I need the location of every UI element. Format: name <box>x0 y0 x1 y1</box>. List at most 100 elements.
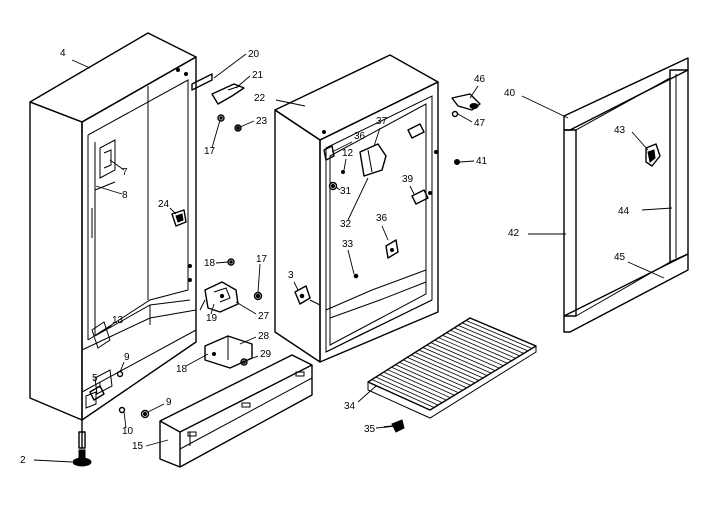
leader-line-22 <box>275 99 306 107</box>
callout-label-32: 32 <box>340 219 352 230</box>
leader-line-44 <box>641 207 673 211</box>
top-hinge-assembly <box>191 73 245 132</box>
leader-line-15 <box>145 439 169 447</box>
callout-label-39: 39 <box>402 174 414 185</box>
leader-line-29 <box>247 355 259 361</box>
leader-line-17 <box>211 119 221 149</box>
leader-line-4 <box>71 59 91 69</box>
leader-line-20 <box>213 53 247 79</box>
leader-line-9 <box>119 361 125 373</box>
callout-label-9: 9 <box>166 397 172 408</box>
leader-line-21 <box>235 75 251 89</box>
shelf-wire <box>438 337 504 367</box>
shelf-wire <box>454 327 520 357</box>
callout-label-24: 24 <box>158 199 170 210</box>
door-liner <box>274 54 439 363</box>
leader-line-40 <box>521 95 569 119</box>
shelf-wire <box>426 344 492 374</box>
callout-label-12: 12 <box>342 148 354 159</box>
leader-line-24 <box>169 207 177 215</box>
callout-label-18: 18 <box>204 258 216 269</box>
callout-label-21: 21 <box>252 70 264 81</box>
callout-label-10: 10 <box>122 426 134 437</box>
leader-line-27 <box>235 301 257 315</box>
shelf-wire <box>403 359 467 389</box>
leader-line-46 <box>469 85 479 99</box>
wire-shelf <box>367 317 537 419</box>
leader-line-13 <box>99 325 113 333</box>
callout-label-27: 27 <box>258 311 270 322</box>
callout-label-8: 8 <box>122 190 128 201</box>
callout-label-47: 47 <box>474 118 486 129</box>
callout-label-7: 7 <box>122 167 128 178</box>
callout-label-3: 3 <box>288 270 294 281</box>
leader-line-33 <box>347 249 355 275</box>
shelf-wire <box>367 381 431 411</box>
leader-line-2 <box>33 459 73 463</box>
cabinet-shell <box>29 32 197 421</box>
callout-label-45: 45 <box>614 252 626 263</box>
callout-label-40: 40 <box>504 88 516 99</box>
callout-label-43: 43 <box>614 125 626 136</box>
callout-label-15: 15 <box>132 441 144 452</box>
callout-label-17: 17 <box>204 146 216 157</box>
callout-label-44: 44 <box>618 206 630 217</box>
leader-line-18 <box>215 261 229 264</box>
shelf-wire <box>430 342 496 371</box>
shelf-wire <box>387 369 451 399</box>
shelf-wire <box>410 354 476 384</box>
callout-label-36: 36 <box>376 213 388 224</box>
callout-leaders <box>33 53 673 463</box>
callout-label-31: 31 <box>340 186 352 197</box>
leader-line-39 <box>409 185 415 195</box>
leader-line-32 <box>347 177 369 221</box>
shelf-wire <box>422 347 488 376</box>
leader-line-9 <box>147 403 165 413</box>
leader-line-45 <box>627 261 665 279</box>
leader-line-47 <box>457 113 473 123</box>
callout-label-13: 13 <box>112 315 124 326</box>
leader-line-18 <box>185 353 209 367</box>
callout-label-42: 42 <box>508 228 520 239</box>
door-panel-frame <box>563 57 689 333</box>
shelf-wire <box>465 320 533 349</box>
leader-line-37 <box>373 127 381 147</box>
leader-line-10 <box>123 411 127 429</box>
leader-line-3 <box>293 281 299 291</box>
shelf-wire <box>391 366 455 396</box>
bracket-24 <box>171 209 187 227</box>
shelf-wire <box>461 322 529 352</box>
leader-line-34 <box>357 385 377 403</box>
shelf-wire <box>414 352 480 381</box>
shelf-wire <box>383 371 447 401</box>
callout-label-35: 35 <box>364 424 376 435</box>
leader-line-19 <box>210 303 215 315</box>
grille-bracket <box>204 335 253 369</box>
callout-label-46: 46 <box>474 74 486 85</box>
shelf-screw <box>383 419 405 433</box>
callout-label-33: 33 <box>342 239 354 250</box>
callout-label-28: 28 <box>258 331 270 342</box>
callout-label-23: 23 <box>256 116 268 127</box>
shelf-wire <box>450 329 516 359</box>
callout-label-29: 29 <box>260 349 272 360</box>
callout-label-22: 22 <box>254 93 266 104</box>
leader-line-7 <box>109 159 125 171</box>
leader-line-8 <box>95 185 123 195</box>
callout-label-41: 41 <box>476 156 488 167</box>
leader-line-35 <box>375 426 387 429</box>
door-handle-hardware <box>451 93 481 165</box>
callout-label-4: 4 <box>60 48 66 59</box>
shelf-wire <box>458 325 524 354</box>
shelf-wire <box>418 349 484 379</box>
leader-line-41 <box>459 160 475 163</box>
callout-label-20: 20 <box>248 49 260 60</box>
leader-line-17 <box>257 263 261 293</box>
callout-label-2: 2 <box>20 455 26 466</box>
leader-line-28 <box>239 336 257 345</box>
callout-label-5: 5 <box>92 373 98 384</box>
shelf-wire <box>379 374 443 403</box>
leader-line-12 <box>343 158 347 171</box>
